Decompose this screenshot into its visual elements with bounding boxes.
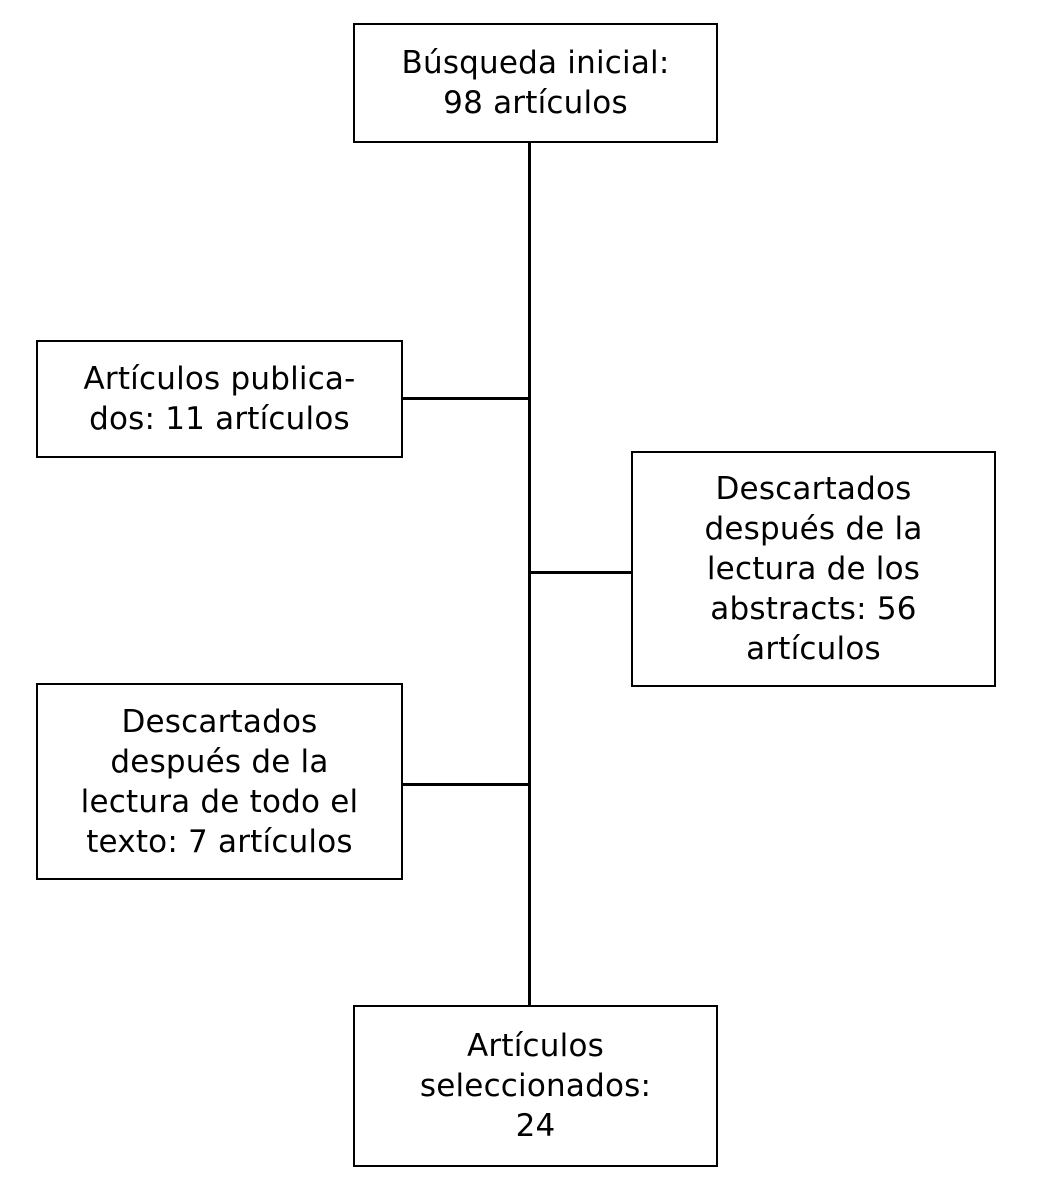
connector-vertical-spine bbox=[528, 141, 531, 1007]
node-discarded-abstracts: Descartados después de la lectura de los… bbox=[631, 451, 996, 687]
node-selected-articles: Artículos seleccionados: 24 bbox=[353, 1005, 718, 1167]
connector-to-discarded-abstracts bbox=[528, 571, 633, 574]
connector-to-published-articles bbox=[401, 397, 530, 400]
connector-to-discarded-fulltext bbox=[401, 783, 530, 786]
node-initial-search: Búsqueda inicial: 98 artículos bbox=[353, 23, 718, 143]
node-published-articles-label: Artículos publica- dos: 11 artículos bbox=[83, 361, 356, 437]
node-discarded-fulltext: Descartados después de la lectura de tod… bbox=[36, 683, 403, 880]
node-discarded-abstracts-label: Descartados después de la lectura de los… bbox=[704, 471, 923, 667]
node-published-articles: Artículos publica- dos: 11 artículos bbox=[36, 340, 403, 458]
node-initial-search-label: Búsqueda inicial: 98 artículos bbox=[401, 45, 670, 121]
node-discarded-fulltext-label: Descartados después de la lectura de tod… bbox=[80, 703, 359, 860]
node-selected-articles-label: Artículos seleccionados: 24 bbox=[419, 1028, 652, 1144]
